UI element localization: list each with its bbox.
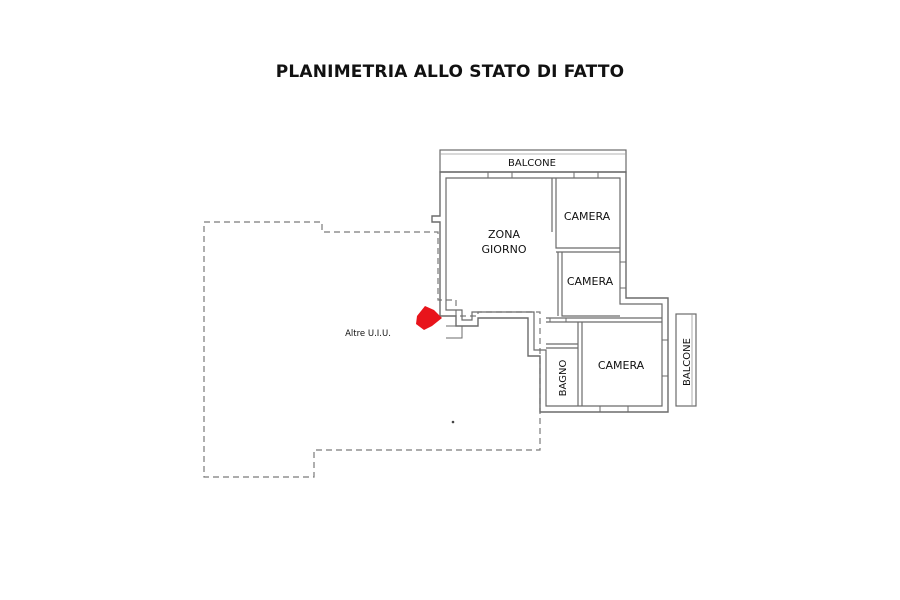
openings xyxy=(487,172,668,412)
red-arrow-icon xyxy=(416,306,442,330)
label-camera-2: CAMERA xyxy=(567,275,614,288)
outer-walls xyxy=(431,171,669,413)
label-balcone-top: BALCONE xyxy=(508,158,556,169)
interior-walls xyxy=(546,178,662,406)
label-balcone-right: BALCONE xyxy=(682,338,693,386)
label-camera-1: CAMERA xyxy=(564,210,611,223)
balcone-right xyxy=(675,313,697,407)
page-title: PLANIMETRIA ALLO STATO DI FATTO xyxy=(275,62,625,82)
label-zona-giorno-2: GIORNO xyxy=(482,243,527,256)
label-zona-giorno-1: ZONA xyxy=(488,228,520,241)
label-bagno: BAGNO xyxy=(558,360,569,397)
marker-dot xyxy=(451,420,455,424)
other-units-outline xyxy=(203,221,541,478)
label-other-units: Altre U.I.U. xyxy=(345,329,391,339)
entry-detail xyxy=(446,325,463,339)
label-camera-3: CAMERA xyxy=(598,359,645,372)
